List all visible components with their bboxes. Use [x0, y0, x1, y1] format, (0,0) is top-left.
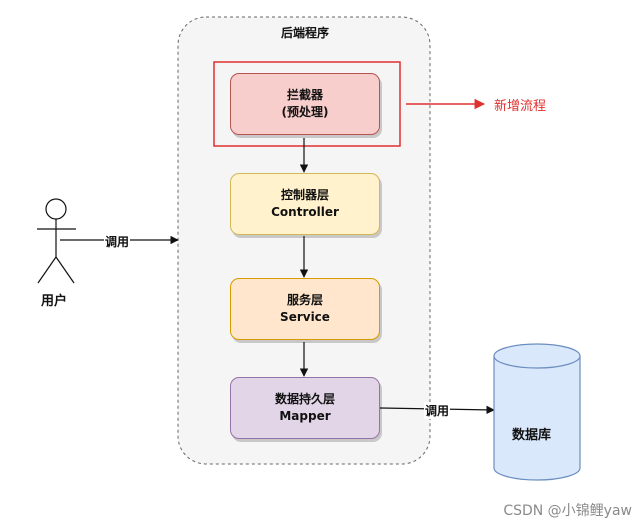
mapper-subtitle: Mapper	[279, 409, 331, 423]
database-call-label: 调用	[424, 402, 451, 419]
interceptor-subtitle: (预处理)	[281, 105, 329, 119]
user-call-label: 调用	[104, 233, 131, 250]
controller-node: 控制器层 Controller	[230, 173, 380, 235]
mapper-title: 数据持久层	[274, 392, 335, 406]
controller-subtitle: Controller	[271, 205, 339, 219]
interceptor-node: 拦截器 (预处理)	[230, 73, 380, 135]
service-node: 服务层 Service	[230, 278, 380, 340]
backend-container-title: 后端程序	[280, 26, 329, 40]
service-title: 服务层	[286, 293, 323, 307]
database-label: 数据库	[512, 428, 552, 443]
highlight-note: 新增流程	[494, 99, 547, 114]
controller-title: 控制器层	[280, 188, 329, 202]
service-subtitle: Service	[280, 310, 330, 324]
watermark: CSDN @小锦鲤yaw	[503, 503, 632, 519]
user-label: 用户	[41, 294, 68, 309]
mapper-node: 数据持久层 Mapper	[230, 377, 380, 439]
database-cylinder-icon	[493, 343, 581, 481]
highlight-box	[213, 61, 401, 147]
interceptor-title: 拦截器	[286, 88, 323, 102]
user-actor-icon	[37, 198, 76, 284]
